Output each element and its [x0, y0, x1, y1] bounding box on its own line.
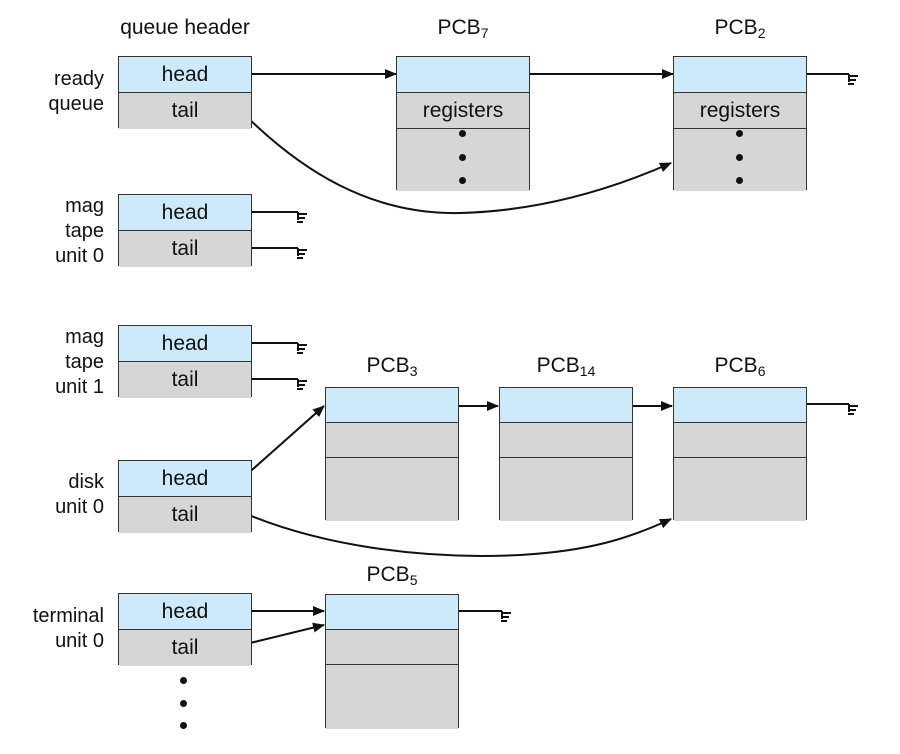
field-cell — [674, 423, 806, 458]
label-line: mag — [65, 326, 104, 348]
label-line: unit 0 — [55, 630, 104, 652]
label-line: unit 1 — [55, 376, 104, 398]
pcb-number: 7 — [480, 25, 489, 41]
terminal-tail-arrow — [241, 622, 325, 646]
pcb-number: 6 — [757, 363, 766, 379]
head-cell: head — [119, 594, 251, 630]
label-line: terminal — [32, 605, 104, 627]
pcb-name: PCB — [536, 354, 580, 377]
label-line: queue — [48, 93, 104, 115]
ellipsis-dot — [459, 130, 466, 137]
mag-tape-0-label: mag tape unit 0 — [20, 194, 104, 269]
head-cell: head — [119, 57, 251, 93]
mag-tape-1-header: head tail — [118, 325, 252, 398]
pointer-cell — [326, 595, 458, 630]
field-cell — [500, 458, 632, 521]
pcb-3-title: PCB3 — [325, 354, 459, 379]
more-queues-dot — [180, 677, 187, 684]
mag-tape-0-header: head tail — [118, 194, 252, 267]
tail-cell: tail — [119, 93, 251, 129]
ground-icon — [848, 74, 858, 85]
label-line: tape — [65, 351, 104, 373]
disk-unit-0-header: head tail — [118, 460, 252, 533]
registers-cell: registers — [674, 93, 806, 129]
field-cell — [674, 458, 806, 521]
pcb-5-title: PCB5 — [325, 563, 459, 588]
pcb-number: 5 — [409, 572, 418, 588]
pcb-name: PCB — [714, 16, 758, 39]
ground-icon — [297, 248, 307, 259]
label-line: mag — [65, 195, 104, 217]
ground-icon — [297, 343, 307, 354]
ellipsis-dot — [736, 154, 743, 161]
pcb-6-title: PCB6 — [673, 354, 807, 379]
label-line: tape — [65, 220, 104, 242]
field-cell — [326, 458, 458, 521]
field-cell — [326, 630, 458, 665]
mag-tape-1-label: mag tape unit 1 — [20, 325, 104, 400]
tail-cell: tail — [119, 231, 251, 267]
disk-unit-0-label: disk unit 0 — [20, 470, 104, 520]
queue-header-title: queue header — [120, 16, 250, 39]
pcb-number: 2 — [757, 25, 766, 41]
pcb-3 — [325, 387, 459, 521]
ground-icon — [501, 611, 511, 622]
pcb-6 — [673, 387, 807, 521]
ellipsis-dot — [736, 130, 743, 137]
pcb-name: PCB — [366, 563, 410, 586]
head-cell: head — [119, 195, 251, 231]
pcb-number: 14 — [579, 363, 596, 379]
pointer-cell — [674, 57, 806, 93]
terminal-unit-0-label: terminal unit 0 — [10, 604, 104, 654]
ellipsis-dot — [736, 177, 743, 184]
pcb-number: 3 — [409, 363, 418, 379]
field-cell — [500, 423, 632, 458]
registers-cell: registers — [397, 93, 529, 129]
null-ground-symbols — [297, 74, 858, 622]
label-line: disk — [68, 471, 104, 493]
terminal-unit-0-header: head tail — [118, 593, 252, 666]
pcb-7-title: PCB7 — [396, 16, 530, 41]
pcb-name: PCB — [437, 16, 481, 39]
tail-cell: tail — [119, 497, 251, 533]
head-cell: head — [119, 461, 251, 497]
ready-queue-header: head tail — [118, 56, 252, 129]
pcb-14 — [499, 387, 633, 521]
ellipsis-dot — [459, 154, 466, 161]
ellipsis-dot — [459, 177, 466, 184]
more-queues-dot — [180, 700, 187, 707]
label-line: ready — [53, 68, 104, 90]
pcb-7: registers — [396, 56, 530, 191]
label-line: unit 0 — [55, 496, 104, 518]
disk-head-arrow — [243, 405, 325, 478]
pcb-2: registers — [673, 56, 807, 191]
pcb-name: PCB — [366, 354, 410, 377]
tail-cell: tail — [119, 362, 251, 398]
ground-icon — [297, 379, 307, 390]
more-queues-dot — [180, 722, 187, 729]
pcb-14-title: PCB14 — [499, 354, 633, 379]
pcb-2-title: PCB2 — [673, 16, 807, 41]
ground-icon — [297, 212, 307, 223]
tail-cell: tail — [119, 630, 251, 666]
field-cell — [326, 665, 458, 729]
ready-queue-label: ready queue — [20, 67, 104, 117]
pointer-cell — [500, 388, 632, 423]
pointer-cell — [326, 388, 458, 423]
pcb-5 — [325, 594, 459, 729]
ground-icon — [848, 404, 858, 415]
disk-tail-arrow — [243, 512, 672, 557]
pointer-cell — [397, 57, 529, 93]
ready-tail-arrow — [241, 111, 672, 215]
field-cell — [326, 423, 458, 458]
head-cell: head — [119, 326, 251, 362]
pointer-cell — [674, 388, 806, 423]
pcb-name: PCB — [714, 354, 758, 377]
label-line: unit 0 — [55, 245, 104, 267]
